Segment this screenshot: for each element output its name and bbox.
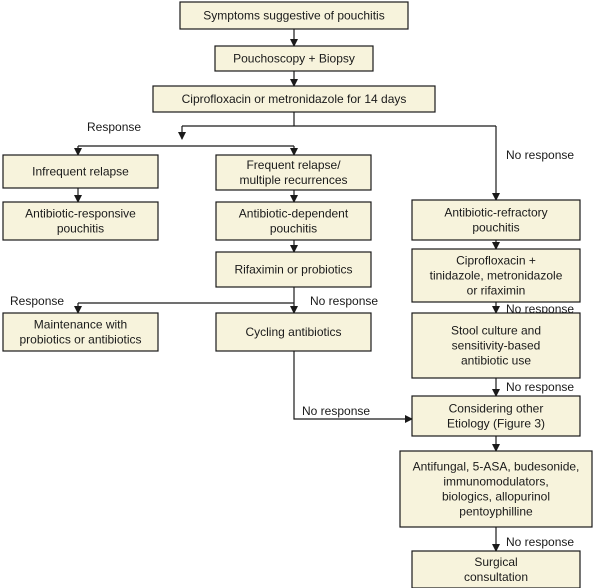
node-label-line: consultation <box>464 570 528 584</box>
node-label-line: Etiology (Figure 3) <box>447 417 545 431</box>
node-box <box>399 450 593 528</box>
node-label-line: Antibiotic-dependent <box>239 207 349 221</box>
node-antifungal-budesonide-immunomodulators: Antifungal, 5-ASA, budesonide,immunomodu… <box>399 450 593 528</box>
node-label-line: probiotics or antibiotics <box>19 333 141 347</box>
node-stool-culture-sensitivity: Stool culture andsensitivity-basedantibi… <box>411 312 581 379</box>
node-label-line: or rifaximin <box>467 284 526 298</box>
node-label-line: pentoyphilline <box>459 505 533 519</box>
node-box <box>2 201 159 241</box>
node-ciprofloxacin-tinidazole-combo: Ciprofloxacin +tinidazole, metronidazole… <box>411 248 581 303</box>
node-label-line: Cycling antibiotics <box>245 325 341 339</box>
label-response-1: Response <box>87 120 141 134</box>
node-label-line: pouchitis <box>57 222 104 236</box>
node-box <box>411 395 581 437</box>
node-box <box>2 312 159 352</box>
label-no-response-1: No response <box>506 148 574 162</box>
node-label-line: sensitivity-based <box>452 339 541 353</box>
node-box <box>215 154 372 191</box>
node-label-line: Infrequent relapse <box>32 165 129 179</box>
node-label-line: pouchitis <box>472 221 519 235</box>
node-box <box>152 85 436 113</box>
node-box <box>2 154 159 189</box>
label-no-response-stool: No response <box>506 380 574 394</box>
node-box <box>214 45 374 72</box>
label-no-response-cycling: No response <box>302 404 370 418</box>
node-box <box>411 199 581 241</box>
node-box <box>215 201 372 241</box>
node-box <box>411 248 581 303</box>
node-label-line: Antifungal, 5-ASA, budesonide, <box>413 460 580 474</box>
node-label-line: Ciprofloxacin or metronidazole for 14 da… <box>182 92 407 106</box>
label-no-response-2: No response <box>310 294 378 308</box>
node-label-line: Frequent relapse/ <box>246 158 341 172</box>
node-label-line: multiple recurrences <box>239 173 347 187</box>
node-cycling-antibiotics: Cycling antibiotics <box>215 312 372 352</box>
node-label-line: Pouchoscopy + Biopsy <box>233 52 355 66</box>
node-label-line: Maintenance with <box>34 318 127 332</box>
node-label-line: antibiotic use <box>461 354 531 368</box>
connector-lines <box>74 29 500 552</box>
node-pouchoscopy-biopsy: Pouchoscopy + Biopsy <box>214 45 374 72</box>
node-box <box>215 251 372 288</box>
label-response-2: Response <box>10 294 64 308</box>
label-no-response-final: No response <box>506 535 574 549</box>
node-label-line: Considering other <box>449 402 544 416</box>
node-rifaximin-or-probiotics: Rifaximin or probiotics <box>215 251 372 288</box>
node-frequent-relapse: Frequent relapse/multiple recurrences <box>215 154 372 191</box>
node-label-line: Surgical <box>474 555 517 569</box>
node-ciprofloxacin-or-metronidazole-14-days: Ciprofloxacin or metronidazole for 14 da… <box>152 85 436 113</box>
node-symptoms-suggestive-of-pouchitis: Symptoms suggestive of pouchitis <box>179 1 409 30</box>
node-box <box>215 312 372 352</box>
node-label-line: Antibiotic-responsive <box>25 207 136 221</box>
arrow-cycling-to-other-etiology <box>293 351 413 423</box>
node-label-line: tinidazole, metronidazole <box>430 269 563 283</box>
node-box <box>179 1 409 30</box>
node-box <box>411 550 581 588</box>
node-label-line: immunomodulators, <box>443 475 548 489</box>
node-label-line: Ciprofloxacin + <box>456 254 536 268</box>
node-infrequent-relapse: Infrequent relapse <box>2 154 159 189</box>
node-label-line: Symptoms suggestive of pouchitis <box>203 9 384 23</box>
node-label-line: biologics, allopurinol <box>442 490 550 504</box>
node-label-line: Antibiotic-refractory <box>444 206 547 220</box>
node-label-line: Stool culture and <box>451 324 541 338</box>
node-box <box>411 312 581 379</box>
node-label-line: Rifaximin or probiotics <box>234 263 352 277</box>
node-label-line: pouchitis <box>270 222 317 236</box>
